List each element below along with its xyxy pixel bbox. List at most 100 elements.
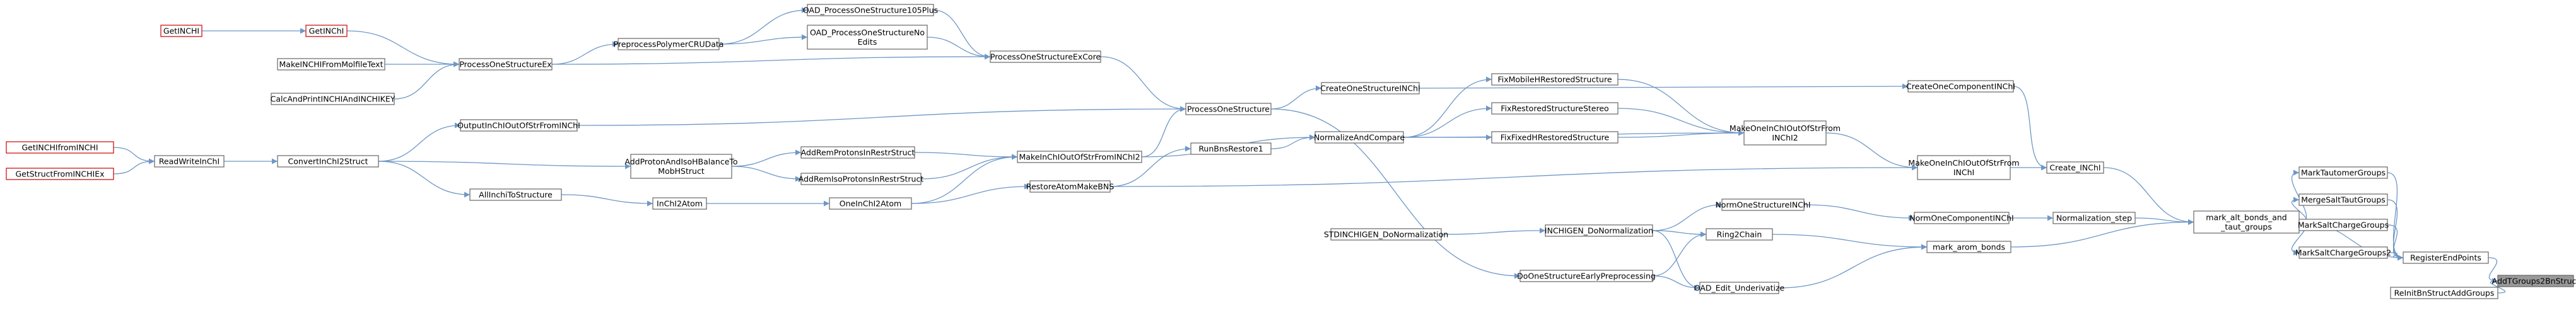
node-label: MarkSaltChargeGroups (2298, 220, 2389, 230)
node-processonestructureex[interactable]: ProcessOneStructureEx (459, 58, 553, 71)
node-marktautomergroups[interactable]: MarkTautomerGroups (2298, 166, 2388, 179)
node-ring2chain[interactable]: Ring2Chain (1706, 228, 1773, 241)
node-getstructfrominchiex[interactable]: GetStructFromINCHIEx (6, 168, 114, 180)
node-addremisoprotonsinrestrstruct[interactable]: AddRemIsoProtonsInRestrStruct (799, 173, 924, 185)
node-fixfixedhrestoredstructure[interactable]: FixFixedHRestoredStructure (1491, 131, 1619, 144)
edge-convertinchi2struct-to-addprotonandisohbalancetomobhstruct (378, 161, 631, 169)
node-box (2046, 161, 2104, 174)
node-registerendpoints[interactable]: RegisterEndPoints (2403, 251, 2489, 264)
node-mergesalttautgroups[interactable]: MergeSaltTautGroups (2298, 193, 2388, 206)
node-restoreatommakebns[interactable]: RestoreAtomMakeBNS (1026, 180, 1114, 193)
node-box (1907, 80, 2014, 93)
node-box (6, 168, 114, 180)
node-processonestructure[interactable]: ProcessOneStructure (1185, 103, 1272, 115)
node-createonecomponentinchi[interactable]: CreateOneComponentINChI (1906, 80, 2015, 93)
node-label: FixFixedHRestoredStructure (1501, 133, 1610, 142)
node-readwriteinchi[interactable]: ReadWriteInChI (154, 155, 225, 168)
node-box (1545, 224, 1653, 237)
node-label: MakeOneInChIOutOfStrFrom (1908, 158, 2019, 168)
node-inchigen-donormalization[interactable]: INCHIGEN_DoNormalization (1545, 224, 1653, 237)
node-runbnsrestore1[interactable]: RunBnsRestore1 (1190, 142, 1272, 155)
node-label: Edits (858, 37, 877, 47)
node-makeinchioutofstrfrominchi2[interactable]: MakeInChIOutOfStrFromINChI2 (1017, 151, 1142, 163)
edge-normalizeandcompare-to-fixrestoredstructurestereo (1403, 105, 1492, 138)
node-label: ReInitBnStructAddGroups (2394, 289, 2495, 298)
node-label: NormOneStructureINChI (1715, 200, 1810, 210)
node-label: AllInchiToStructure (479, 190, 553, 200)
node-preprocesspolymercrudata[interactable]: PreprocessPolymerCRUData (614, 38, 724, 50)
node-processonestructureexcore[interactable]: ProcessOneStructureExCore (990, 50, 1101, 63)
node-label: ReadWriteInChI (159, 157, 220, 166)
node-fixrestoredstructurestereo[interactable]: FixRestoredStructureStereo (1491, 102, 1619, 115)
node-label: CreateOneComponentINChI (1906, 82, 2015, 91)
node-oneinchi2atom[interactable]: OneInChI2Atom (829, 197, 912, 210)
node-label: ProcessOneStructureExCore (990, 52, 1101, 62)
node-mark-arom-bonds[interactable]: mark_arom_bonds (1926, 241, 2011, 253)
edge-processonestructureex-to-preprocesspolymercrudata (551, 41, 619, 65)
node-calcandprintinchiandinchikey[interactable]: CalcAndPrintINCHIAndINCHIKEY (271, 93, 395, 105)
node-label: AddRemIsoProtonsInRestrStruct (799, 175, 924, 184)
edge-mergesalttautgroups-to-registerendpoints (2387, 199, 2404, 261)
node-getinchi[interactable]: GetINChI (305, 25, 348, 37)
edge-allinchitostructure-to-inchi2atom (561, 194, 653, 207)
node-box (807, 25, 928, 50)
node-doonestructureearlypreprocessing[interactable]: DoOneStructureEarlyPreprocessing (1517, 270, 1656, 282)
node-fixmobilehrestoredstructure[interactable]: FixMobileHRestoredStructure (1491, 73, 1619, 86)
node-label: INCHIGEN_DoNormalization (1545, 226, 1653, 236)
node-box (1914, 212, 2010, 224)
node-createonestructureinchi[interactable]: CreateOneStructureINChI (1320, 82, 1420, 94)
node-label: MarkTautomerGroups (2301, 168, 2386, 178)
node-mark-alt[interactable]: mark_alt_bonds_and_taut_groups (2193, 210, 2300, 234)
node-create-inchi[interactable]: Create_INChI (2046, 161, 2104, 174)
node-label: AddTGroups2BnStruct (2492, 277, 2576, 286)
node-box (2298, 219, 2388, 231)
node-box (1917, 155, 2011, 180)
node-convertinchi2struct[interactable]: ConvertInChI2Struct (277, 155, 379, 168)
node-outputinchioutofstrfrominchi[interactable]: OutputInChIOutOfStrFromINChI (457, 119, 580, 132)
edge-marksaltchargegroups2-to-registerendpoints (2387, 252, 2404, 261)
node-getinchi[interactable]: GetINCHI (160, 25, 202, 37)
node-reinitbnstructaddgroups[interactable]: ReInitBnStructAddGroups (2390, 287, 2498, 299)
node-box (2497, 275, 2574, 287)
edge-oneinchi2atom-to-restoreatommakebns (911, 183, 1031, 204)
node-label: OneInChI2Atom (840, 199, 901, 209)
node-normonestructureinchi[interactable]: NormOneStructureINChI (1715, 198, 1811, 211)
node-root[interactable]: AddTGroups2BnStruct (2492, 275, 2576, 287)
node-oad-edit-underivatize[interactable]: OAD_Edit_Underivatize (1694, 282, 1785, 294)
node-box (154, 155, 225, 168)
node-normonecomponentinchi[interactable]: NormOneComponentINChI (1909, 212, 2014, 224)
node-box (1491, 131, 1619, 144)
node-addremprotonsinrestrstruct[interactable]: AddRemProtonsInRestrStruct (800, 146, 915, 159)
edge-processonestructure-to-doonestructureearlypreprocessing (1270, 108, 1521, 279)
edge-calcandprintinchiandinchikey-to-processonestructureex (394, 61, 460, 100)
node-box (1491, 73, 1619, 86)
node-label: OAD_Edit_Underivatize (1694, 284, 1785, 293)
node-normalizeandcompare[interactable]: NormalizeAndCompare (1314, 131, 1405, 144)
node-box (1185, 103, 1272, 115)
node-label: InChI2Atom (657, 199, 703, 209)
node-label: OAD_ProcessOneStructure105Plus (803, 6, 938, 15)
node-label: Create_INChI (2049, 163, 2100, 173)
node-normalization-step[interactable]: Normalization_step (2052, 212, 2136, 224)
node-box (1491, 102, 1619, 115)
node-stdinchigen-donormalization[interactable]: STDINCHIGEN_DoNormalization (1324, 228, 1448, 241)
node-label: OutputInChIOutOfStrFromINChI (457, 121, 580, 130)
node-allinchitostructure[interactable]: AllInchiToStructure (469, 188, 562, 201)
edge-oad-edit-underivatize-to-mark-arom-bonds (1778, 244, 1928, 289)
node-inchi2atom[interactable]: InChI2Atom (652, 197, 707, 210)
node-oad-105plus[interactable]: OAD_ProcessOneStructure105Plus (803, 4, 938, 16)
node-box (1029, 180, 1111, 193)
node-makeinchifrommolfiletext[interactable]: MakeINCHIFromMolfileText (277, 58, 385, 71)
node-marksaltchargegroups[interactable]: MarkSaltChargeGroups (2298, 219, 2389, 231)
node-label: NormOneComponentINChI (1909, 214, 2014, 223)
node-getinchifrominchi[interactable]: GetINCHIfromINCHI (6, 141, 114, 154)
node-marksaltchargegroups2[interactable]: MarkSaltChargeGroups2 (2295, 246, 2391, 259)
node-box (459, 58, 553, 71)
edge-preprocesspolymercrudata-to-oad-105plus (718, 7, 808, 45)
node-box (1706, 228, 1773, 241)
